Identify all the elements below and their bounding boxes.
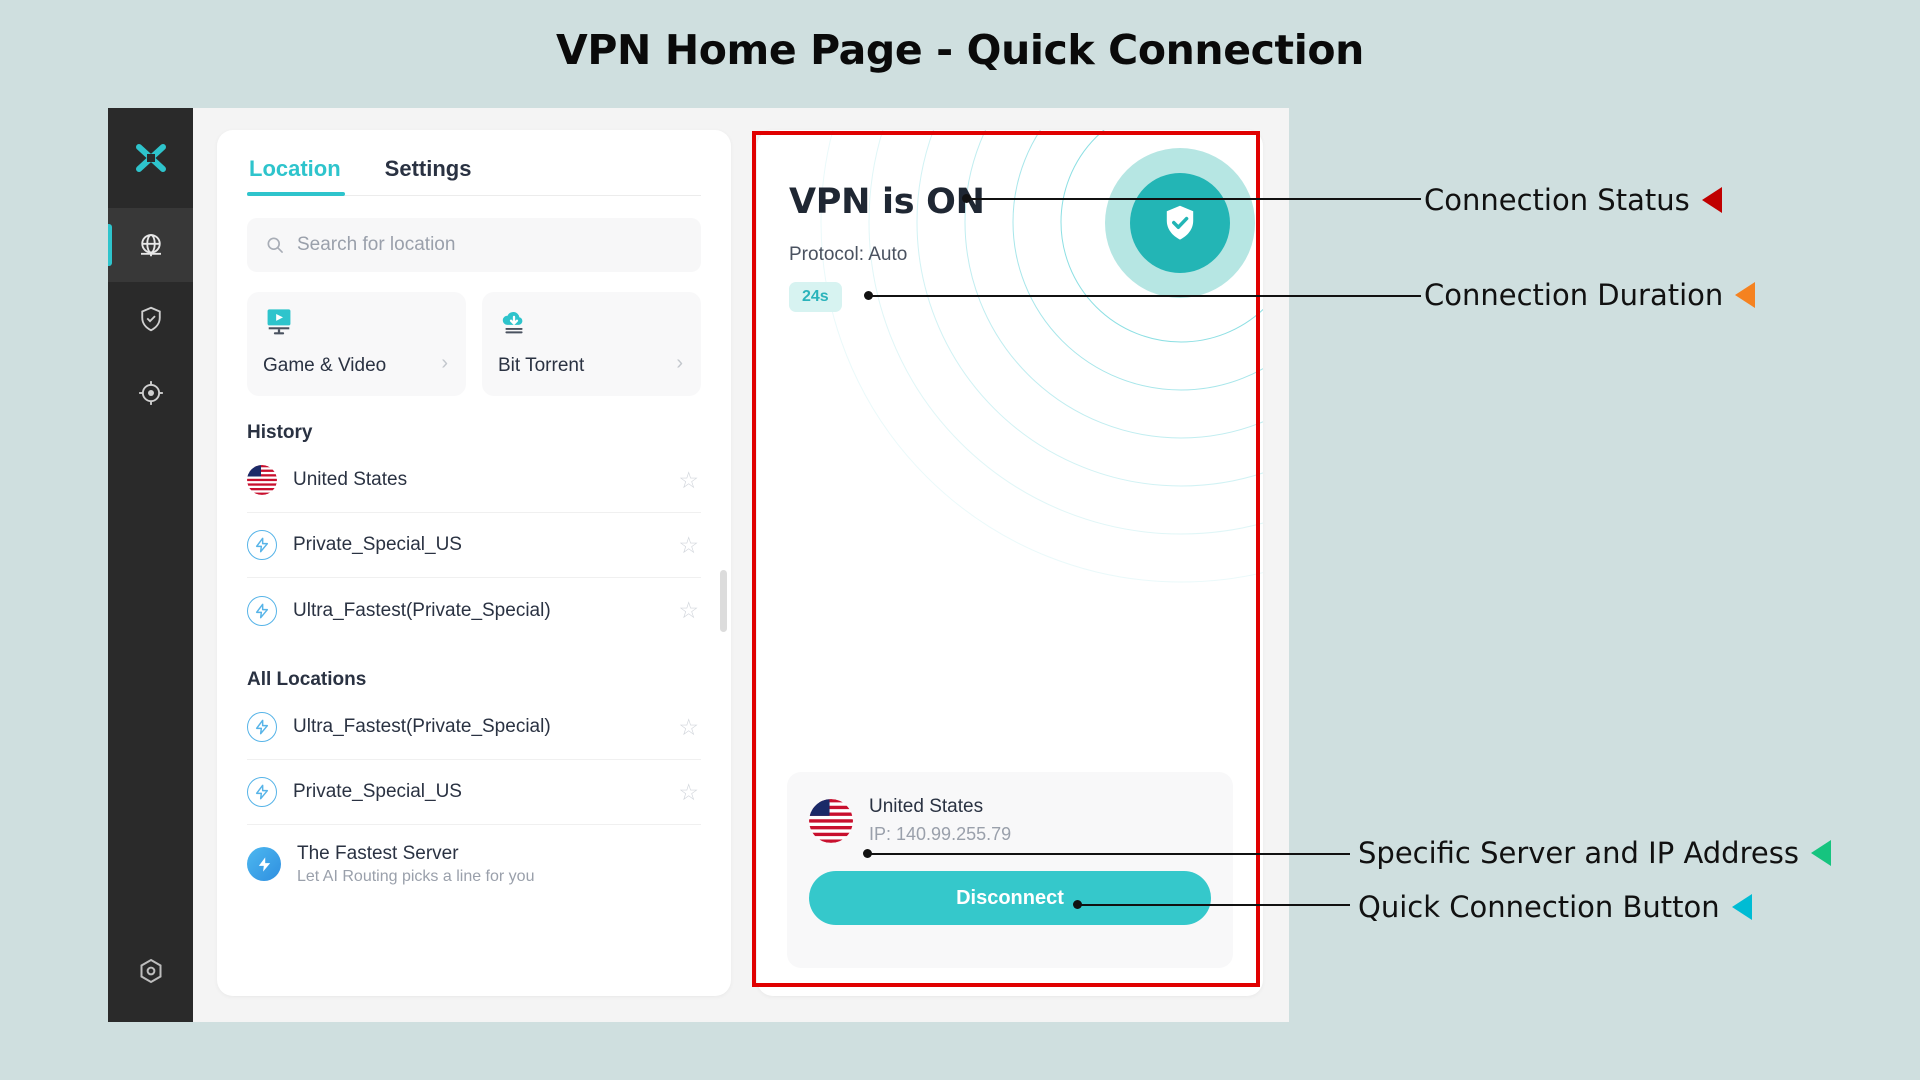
scrollbar-thumb[interactable] xyxy=(720,570,727,632)
favorite-star-icon[interactable]: ☆ xyxy=(678,531,699,558)
annotation-quick-connection-button: Quick Connection Button xyxy=(1358,890,1752,924)
triangle-marker-icon xyxy=(1810,840,1831,866)
us-flag-icon xyxy=(809,798,853,843)
app-content: Location Settings Search for location xyxy=(193,108,1289,1022)
panel-tabs: Location Settings xyxy=(247,156,701,196)
all-locations-list: Ultra_Fastest(Private_Special) ☆ Private… xyxy=(247,695,701,903)
list-item[interactable]: Private_Special_US ☆ xyxy=(247,760,701,825)
triangle-marker-icon xyxy=(1731,894,1752,920)
list-item-label: Private_Special_US xyxy=(293,534,462,555)
globe-icon xyxy=(140,234,161,257)
tab-settings[interactable]: Settings xyxy=(384,156,472,181)
shield-core xyxy=(1130,173,1230,273)
sidebar-item-settings[interactable] xyxy=(108,956,193,986)
server-country: United States xyxy=(869,796,984,817)
connection-duration-badge: 24s xyxy=(789,282,842,312)
x-logo-icon xyxy=(135,144,166,172)
list-item-label: The Fastest Server xyxy=(297,842,459,864)
disconnect-button[interactable]: Disconnect xyxy=(809,871,1211,925)
app-sidebar xyxy=(108,108,193,1022)
gear-hex-icon xyxy=(140,958,162,984)
sidebar-item-diagnostics[interactable] xyxy=(108,356,193,430)
connection-status-block: VPN is ON Protocol: Auto 24s xyxy=(789,182,985,312)
category-label: Game & Video xyxy=(263,355,387,376)
shield-check-icon xyxy=(140,306,161,332)
tabs-divider xyxy=(247,195,701,196)
list-item[interactable]: The Fastest Server Let AI Routing picks … xyxy=(247,825,701,903)
triangle-marker-icon xyxy=(1735,282,1756,308)
favorite-star-icon[interactable]: ☆ xyxy=(678,713,699,740)
category-card-bit-torrent[interactable]: Bit Torrent › xyxy=(482,292,701,396)
bolt-filled-icon xyxy=(247,847,281,881)
signal-rings-icon xyxy=(820,130,1263,583)
all-locations-heading: All Locations xyxy=(247,669,367,690)
annotation-connection-duration: Connection Duration xyxy=(1424,278,1756,312)
server-info: United States IP: 140.99.255.79 xyxy=(809,796,1211,845)
category-cards: Game & Video › Bit Torrent › xyxy=(247,292,701,396)
list-item-label: Private_Special_US xyxy=(293,781,462,802)
list-item[interactable]: Ultra_Fastest(Private_Special) ☆ xyxy=(247,578,701,643)
list-item[interactable]: Private_Special_US ☆ xyxy=(247,513,701,578)
annotation-connection-status: Connection Status xyxy=(1424,183,1722,217)
bolt-circle-icon xyxy=(247,712,277,742)
cloud-download-icon xyxy=(502,311,523,334)
category-label: Bit Torrent xyxy=(498,355,585,376)
connection-shield-badge xyxy=(1105,148,1255,298)
bolt-circle-icon xyxy=(247,530,277,560)
monitor-play-icon xyxy=(267,309,291,335)
list-item-label: Ultra_Fastest(Private_Special) xyxy=(293,716,551,737)
history-heading: History xyxy=(247,422,313,443)
page-title: VPN Home Page - Quick Connection xyxy=(556,26,1364,74)
history-list: United States ☆ Private_Special_US ☆ xyxy=(247,448,701,643)
shield-check-icon xyxy=(1166,205,1194,240)
app-logo xyxy=(108,108,193,208)
connection-status-title: VPN is ON xyxy=(789,182,985,222)
list-item-label: Ultra_Fastest(Private_Special) xyxy=(293,599,551,621)
protocol-label: Protocol: Auto xyxy=(789,244,908,265)
search-input[interactable]: Search for location xyxy=(247,218,701,272)
sidebar-item-protection[interactable] xyxy=(108,282,193,356)
triangle-marker-icon xyxy=(1701,187,1722,213)
target-icon xyxy=(138,381,163,405)
search-icon xyxy=(267,237,283,253)
list-item-label: United States xyxy=(293,469,408,490)
bolt-circle-icon xyxy=(247,595,277,626)
favorite-star-icon[interactable]: ☆ xyxy=(678,597,699,623)
scrollbar-track[interactable] xyxy=(720,416,727,976)
list-item[interactable]: Ultra_Fastest(Private_Special) ☆ xyxy=(247,695,701,760)
location-panel: Location Settings Search for location xyxy=(217,130,731,996)
server-card: United States IP: 140.99.255.79 Disconne… xyxy=(787,772,1233,968)
list-item[interactable]: United States ☆ xyxy=(247,448,701,513)
sidebar-item-locations[interactable] xyxy=(108,208,193,282)
us-flag-icon xyxy=(247,465,277,495)
vpn-app-window: Location Settings Search for location xyxy=(108,108,1289,1022)
category-card-game-video[interactable]: Game & Video › xyxy=(247,292,466,396)
favorite-star-icon[interactable]: ☆ xyxy=(678,466,699,493)
connection-panel: VPN is ON Protocol: Auto 24s xyxy=(757,130,1263,996)
chevron-right-icon: › xyxy=(441,352,448,374)
annotation-server-ip: Specific Server and IP Address xyxy=(1358,836,1831,870)
list-item-subtitle: Let AI Routing picks a line for you xyxy=(297,867,535,885)
chevron-right-icon: › xyxy=(676,352,683,374)
favorite-star-icon[interactable]: ☆ xyxy=(678,778,699,805)
tab-location[interactable]: Location xyxy=(247,156,345,196)
search-placeholder: Search for location xyxy=(297,234,456,255)
server-ip-address: IP: 140.99.255.79 xyxy=(869,824,1012,844)
bolt-circle-icon xyxy=(247,777,277,807)
